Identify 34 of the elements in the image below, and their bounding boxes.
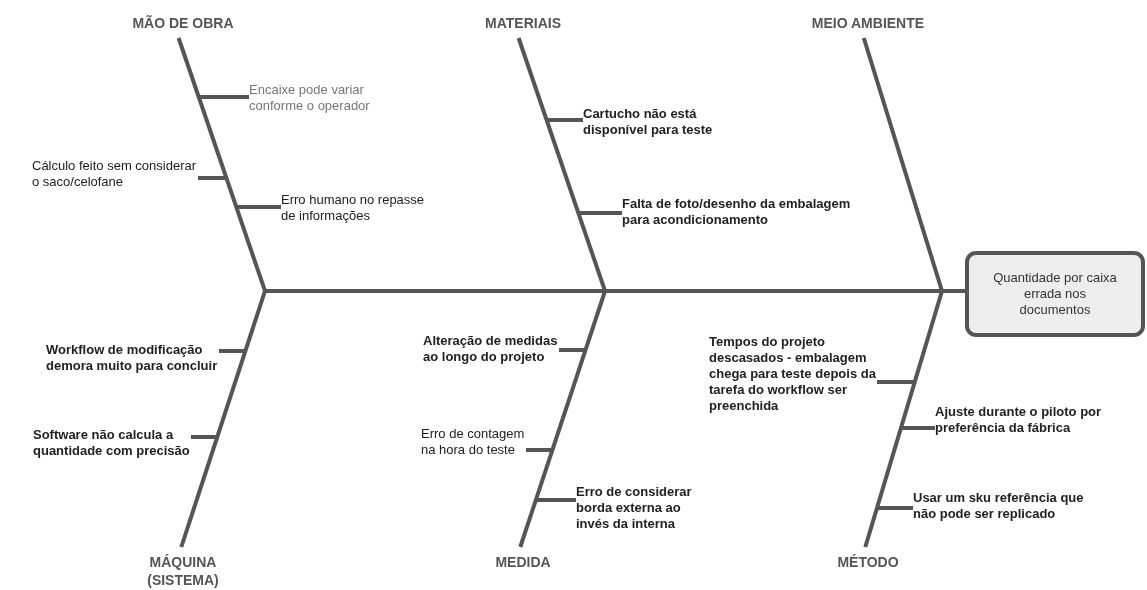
- cause-text: Cartucho não está disponível para teste: [583, 106, 714, 138]
- category-label: MEDIDA: [438, 553, 608, 571]
- category-label: MEIO AMBIENTE: [783, 14, 953, 32]
- cause-text: Erro de considerar borda externa ao invés da interna: [576, 484, 693, 532]
- cause-text: Alteração de medidas ao longo do projeto: [423, 333, 559, 365]
- cause-branch: [526, 448, 553, 452]
- cause-branch: [198, 176, 227, 180]
- effect-box: Quantidade por caixa errada nos documentos: [965, 251, 1145, 337]
- cause-branch: [877, 380, 915, 384]
- cause-branch: [191, 435, 218, 439]
- cause-text: Ajuste durante o piloto por preferência da fábrica: [935, 404, 1103, 436]
- cause-text: Erro humano no repasse de informações: [281, 192, 426, 224]
- category-label: MÃO DE OBRA: [98, 14, 268, 32]
- cause-branch: [901, 426, 935, 430]
- cause-text: Encaixe pode variar conforme o operador: [249, 82, 371, 114]
- cause-text: Falta de foto/desenho da embalagem para acondicionamento: [622, 196, 852, 228]
- cause-branch: [219, 349, 246, 353]
- category-label: MATERIAIS: [438, 14, 608, 32]
- cause-text: Workflow de modificação demora muito para concluir: [46, 342, 219, 374]
- cause-text: Software não calcula a quantidade com precisão: [33, 427, 191, 459]
- cause-text: Erro de contagem na hora do teste: [421, 426, 526, 458]
- cause-text: Usar um sku referência que não pode ser replicado: [913, 490, 1085, 522]
- fishbone-bone: [863, 289, 965, 548]
- cause-branch: [877, 506, 913, 510]
- cause-branch: [578, 211, 622, 215]
- cause-branch: [546, 118, 583, 122]
- cause-branch: [559, 348, 586, 352]
- category-label: MÉTODO: [783, 553, 953, 571]
- cause-branch: [535, 498, 576, 502]
- cause-branch: [236, 205, 281, 209]
- cause-text: Tempos do projeto descasados - embalagem chega para teste depois da tarefa do workflow ser preenchida: [709, 334, 877, 414]
- category-label: MÁQUINA (SISTEMA): [128, 553, 238, 589]
- cause-text: Cálculo feito sem considerar o saco/celofane: [32, 158, 198, 190]
- cause-branch: [198, 95, 249, 99]
